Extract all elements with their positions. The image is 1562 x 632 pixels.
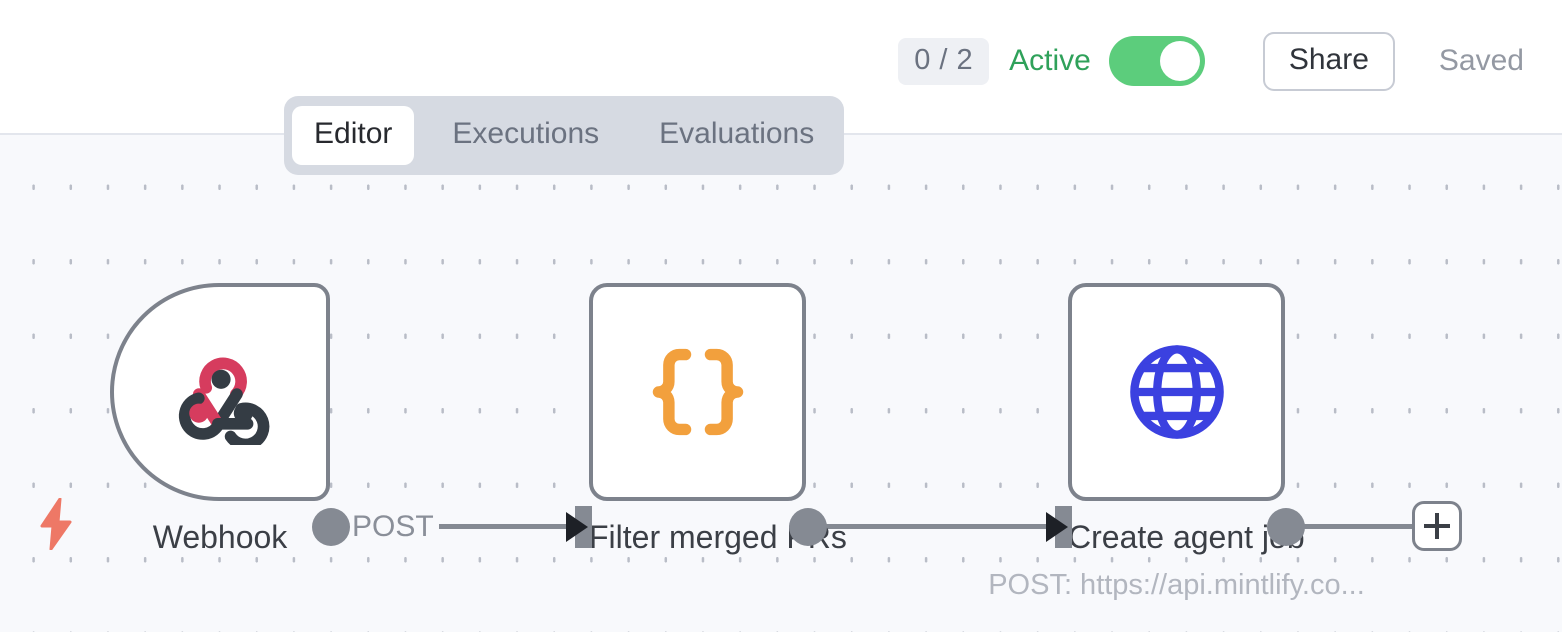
globe-icon: [1129, 345, 1224, 439]
node-http-body: [1072, 287, 1281, 497]
node-filter-merged-prs[interactable]: [589, 283, 806, 501]
connection-webhook-to-filter[interactable]: [332, 524, 576, 529]
share-button[interactable]: Share: [1262, 31, 1395, 91]
tab-editor[interactable]: Editor: [292, 106, 415, 165]
trigger-bolt-icon: [40, 498, 72, 550]
arrow-head-icon-filter-input: [566, 512, 588, 542]
toggle-knob: [1159, 41, 1200, 81]
connection-http-to-add[interactable]: [1288, 524, 1414, 529]
workflow-active-toggle[interactable]: [1108, 36, 1205, 86]
tab-executions[interactable]: Executions: [452, 117, 600, 150]
node-webhook-body: [114, 287, 326, 497]
node-sublabel-create-agent-job: POST: https://api.mintlify.co...: [988, 569, 1365, 601]
active-status-label: Active: [1009, 44, 1091, 77]
node-create-agent-job[interactable]: [1068, 283, 1285, 501]
arrow-head-icon-http-input: [1046, 512, 1068, 542]
curly-braces-icon: [652, 348, 743, 436]
node-filter-body: [593, 287, 802, 497]
node-label-create-agent-job: Create agent job: [1068, 519, 1305, 555]
header-actions: 0 / 2 Active Share Saved: [898, 28, 1524, 94]
output-endpoint-webhook[interactable]: [312, 508, 350, 546]
node-webhook[interactable]: [110, 283, 330, 501]
saved-status-label: Saved: [1438, 44, 1524, 77]
plus-icon: [1424, 513, 1450, 539]
add-node-button[interactable]: [1412, 501, 1462, 551]
node-label-webhook: Webhook: [152, 519, 288, 555]
node-label-filter-merged-prs: Filter merged PRs: [589, 519, 847, 555]
tab-bar: Editor Executions Evaluations: [284, 96, 845, 175]
output-endpoint-http[interactable]: [1267, 508, 1305, 546]
tab-evaluations[interactable]: Evaluations: [659, 117, 815, 150]
output-endpoint-filter[interactable]: [789, 508, 827, 546]
connection-filter-to-http[interactable]: [808, 524, 1051, 529]
workflow-canvas[interactable]: POST: [0, 135, 1562, 632]
connection-label-post: POST: [347, 505, 439, 549]
execution-count-badge: 0 / 2: [898, 37, 990, 85]
webhook-icon: [178, 357, 270, 445]
